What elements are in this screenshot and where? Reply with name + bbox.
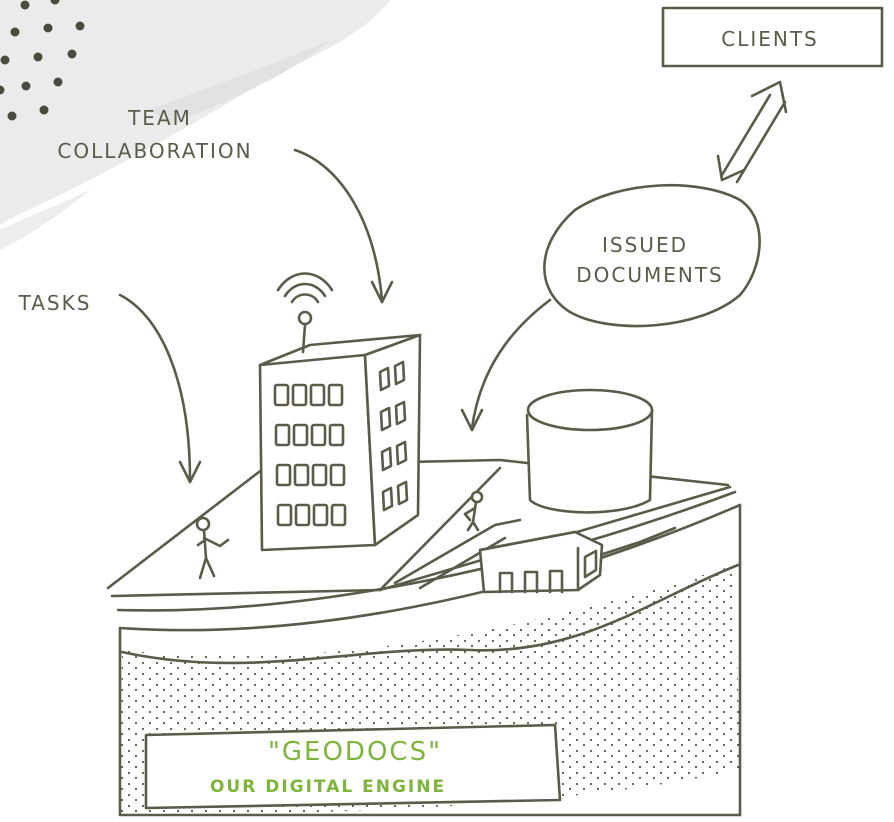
document-storage-cylinder xyxy=(525,388,654,514)
team-label-line2: COLLABORATION xyxy=(57,139,252,163)
dots-pattern-icon xyxy=(0,0,85,121)
tasks-label: TASKS xyxy=(18,291,92,315)
issued-documents-bubble: ISSUED DOCUMENTS xyxy=(543,183,761,328)
wifi-signal-icon xyxy=(276,272,334,304)
clients-box: CLIENTS xyxy=(661,6,884,68)
team-label-line1: TEAM xyxy=(127,106,192,130)
issued-label-line1: ISSUED xyxy=(602,233,688,257)
building-windows-front xyxy=(273,383,347,527)
person-icon xyxy=(195,516,230,580)
engine-title: "GEODOCS" xyxy=(268,737,442,767)
building-windows-side xyxy=(378,360,409,512)
brush-stroke-background xyxy=(0,0,390,250)
small-building xyxy=(478,530,604,594)
issued-documents-arrow xyxy=(460,298,552,432)
tasks-annotation: TASKS xyxy=(18,291,202,484)
clients-label: CLIENTS xyxy=(721,27,819,51)
person-icon xyxy=(463,490,484,532)
team-collaboration-annotation: TEAM COLLABORATION xyxy=(57,106,394,304)
office-building xyxy=(258,272,422,552)
engine-subtitle: OUR DIGITAL ENGINE xyxy=(210,777,446,797)
geodocs-engine-box: "GEODOCS" OUR DIGITAL ENGINE xyxy=(144,723,562,810)
clients-documents-double-arrow xyxy=(716,80,788,184)
issued-label-line2: DOCUMENTS xyxy=(576,263,724,287)
